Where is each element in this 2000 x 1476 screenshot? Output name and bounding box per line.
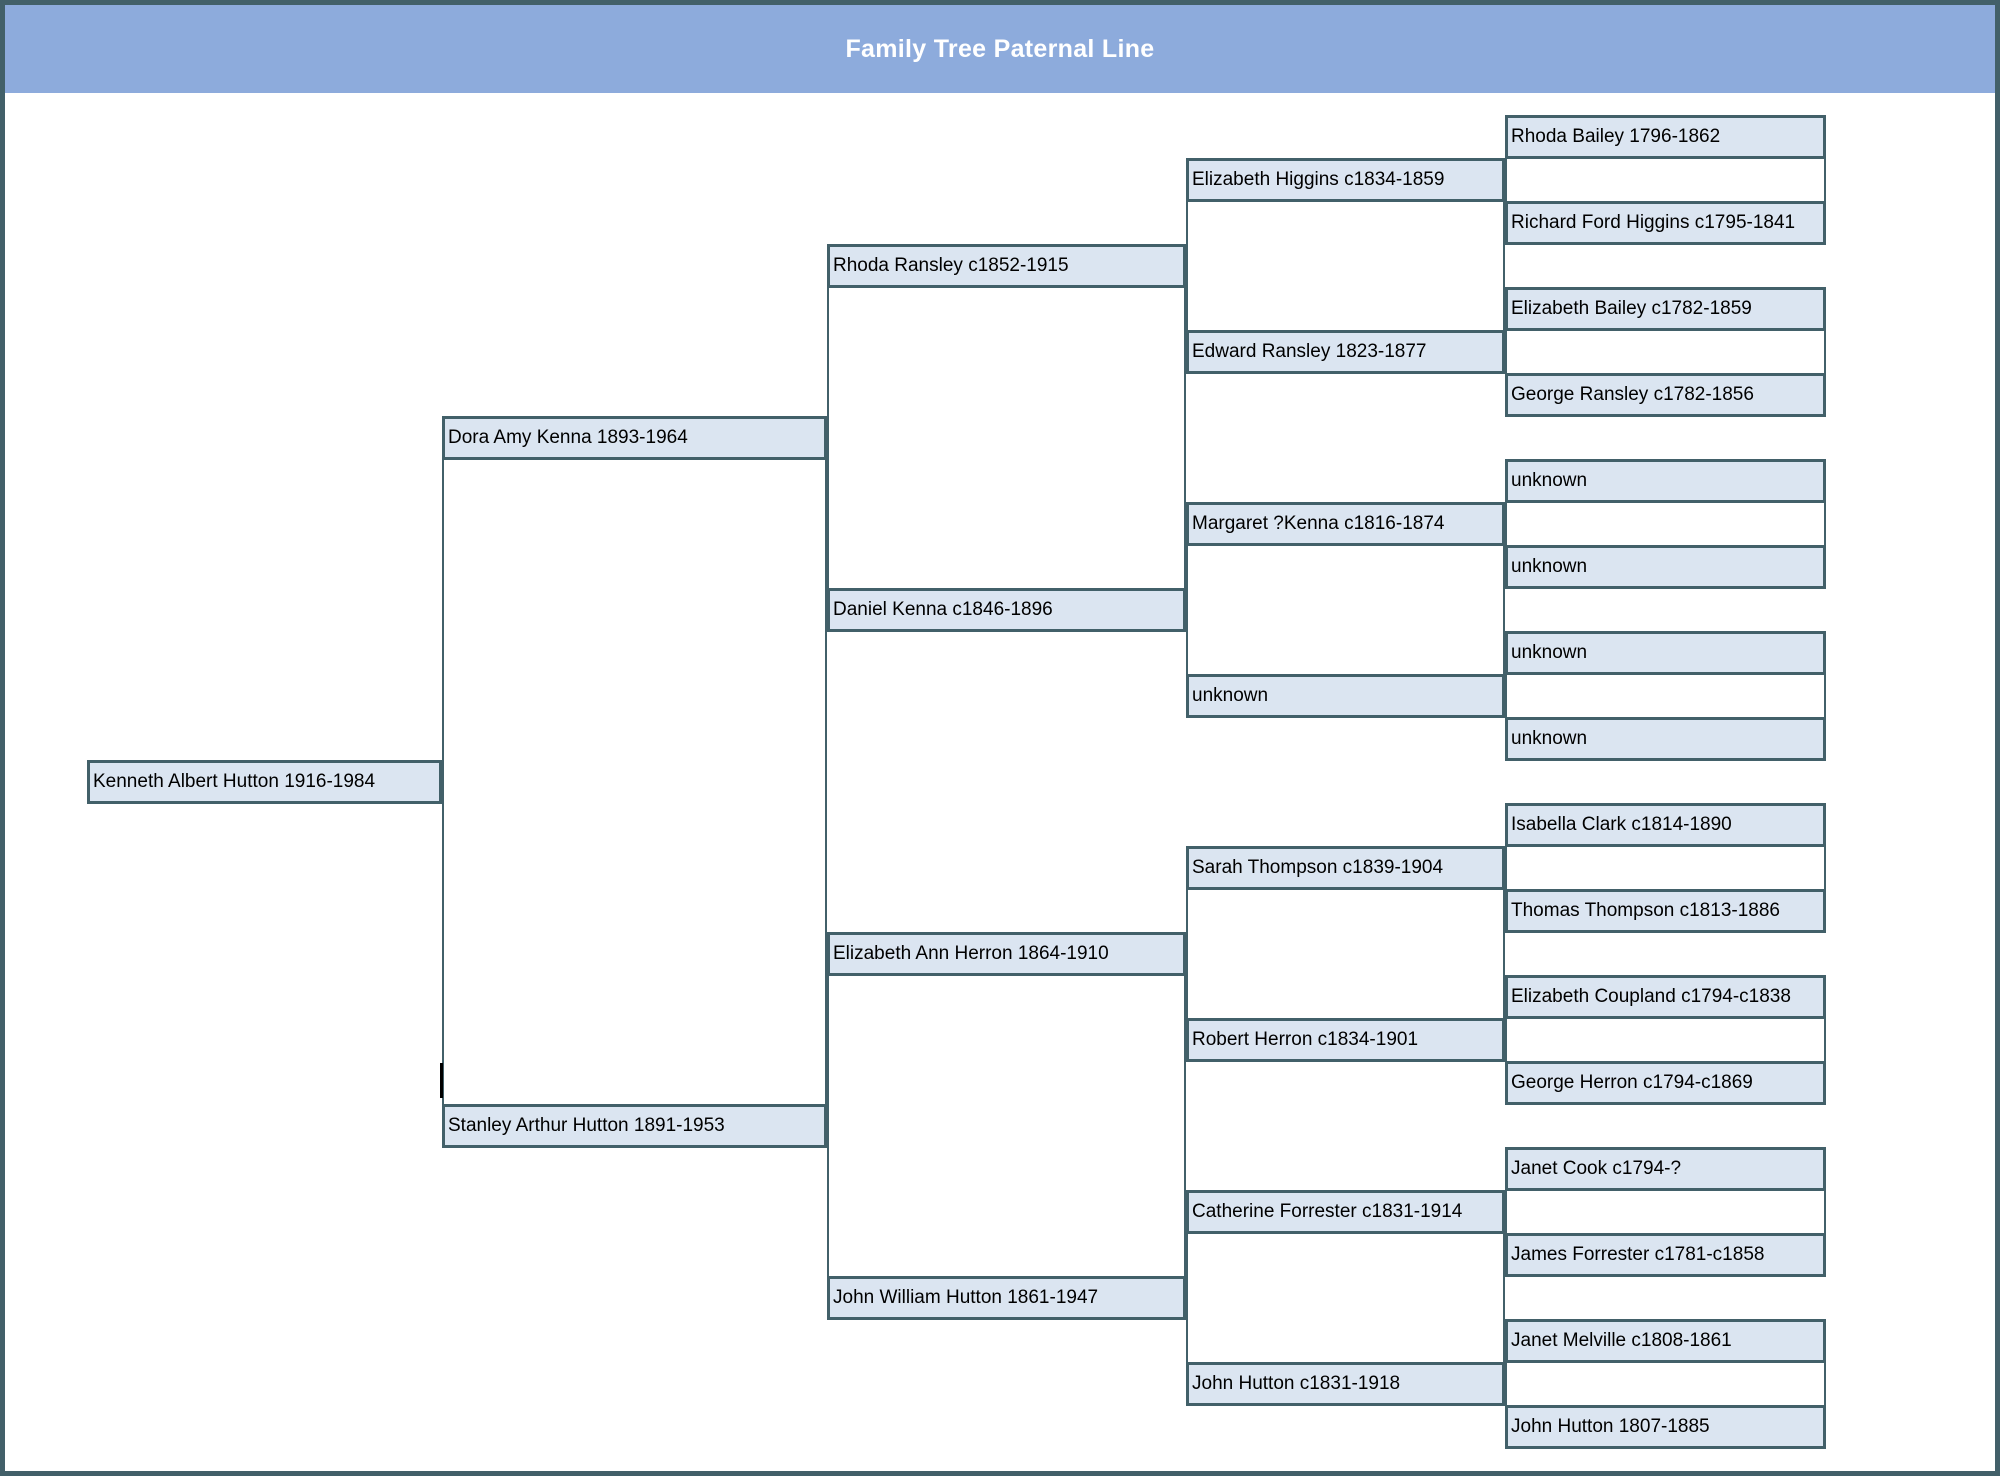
header-bar: Family Tree Paternal Line bbox=[5, 5, 1995, 93]
person-box[interactable]: Rhoda Bailey 1796-1862 bbox=[1505, 115, 1826, 159]
person-box[interactable]: Janet Melville c1808-1861 bbox=[1505, 1319, 1826, 1363]
couple-connector bbox=[1505, 331, 1826, 373]
person-box[interactable]: Richard Ford Higgins c1795-1841 bbox=[1505, 201, 1826, 245]
couple-connector bbox=[1186, 890, 1505, 1018]
couple-connector bbox=[1505, 1019, 1826, 1061]
person-box[interactable]: Daniel Kenna c1846-1896 bbox=[827, 588, 1186, 632]
person-box[interactable]: John Hutton 1807-1885 bbox=[1505, 1405, 1826, 1449]
person-box[interactable]: Kenneth Albert Hutton 1916-1984 bbox=[87, 760, 442, 804]
couple-connector bbox=[827, 288, 1186, 588]
person-box[interactable]: Elizabeth Bailey c1782-1859 bbox=[1505, 287, 1826, 331]
person-box[interactable]: John Hutton c1831-1918 bbox=[1186, 1362, 1505, 1406]
couple-connector bbox=[1505, 159, 1826, 201]
person-box[interactable]: Isabella Clark c1814-1890 bbox=[1505, 803, 1826, 847]
person-box[interactable]: unknown bbox=[1505, 459, 1826, 503]
person-box[interactable]: Thomas Thompson c1813-1886 bbox=[1505, 889, 1826, 933]
person-box[interactable]: Elizabeth Ann Herron 1864-1910 bbox=[827, 932, 1186, 976]
person-box[interactable]: Rhoda Ransley c1852-1915 bbox=[827, 244, 1186, 288]
person-box[interactable]: Sarah Thompson c1839-1904 bbox=[1186, 846, 1505, 890]
person-box[interactable]: Janet Cook c1794-? bbox=[1505, 1147, 1826, 1191]
person-box[interactable]: Elizabeth Coupland c1794-c1838 bbox=[1505, 975, 1826, 1019]
person-box[interactable]: unknown bbox=[1186, 674, 1505, 718]
person-box[interactable]: Edward Ransley 1823-1877 bbox=[1186, 330, 1505, 374]
couple-connector bbox=[827, 976, 1186, 1276]
page-title: Family Tree Paternal Line bbox=[845, 35, 1155, 63]
person-box[interactable]: Robert Herron c1834-1901 bbox=[1186, 1018, 1505, 1062]
person-box[interactable]: John William Hutton 1861-1947 bbox=[827, 1276, 1186, 1320]
person-box[interactable]: Catherine Forrester c1831-1914 bbox=[1186, 1190, 1505, 1234]
couple-connector bbox=[1186, 1234, 1505, 1362]
person-box[interactable]: unknown bbox=[1505, 631, 1826, 675]
stray-caret-mark bbox=[440, 1063, 443, 1098]
couple-connector bbox=[1186, 546, 1505, 674]
person-box[interactable]: James Forrester c1781-c1858 bbox=[1505, 1233, 1826, 1277]
person-box[interactable]: Stanley Arthur Hutton 1891-1953 bbox=[442, 1104, 827, 1148]
person-box[interactable]: Margaret ?Kenna c1816-1874 bbox=[1186, 502, 1505, 546]
couple-connector bbox=[1505, 1363, 1826, 1405]
person-box[interactable]: George Herron c1794-c1869 bbox=[1505, 1061, 1826, 1105]
person-box[interactable]: Elizabeth Higgins c1834-1859 bbox=[1186, 158, 1505, 202]
person-box[interactable]: unknown bbox=[1505, 717, 1826, 761]
person-box[interactable]: Dora Amy Kenna 1893-1964 bbox=[442, 416, 827, 460]
couple-connector bbox=[1505, 847, 1826, 889]
couple-connector bbox=[1186, 202, 1505, 330]
couple-connector bbox=[1505, 1191, 1826, 1233]
person-box[interactable]: George Ransley c1782-1856 bbox=[1505, 373, 1826, 417]
couple-connector bbox=[1505, 675, 1826, 717]
person-box[interactable]: unknown bbox=[1505, 545, 1826, 589]
couple-connector bbox=[442, 460, 827, 1104]
couple-connector bbox=[1505, 503, 1826, 545]
